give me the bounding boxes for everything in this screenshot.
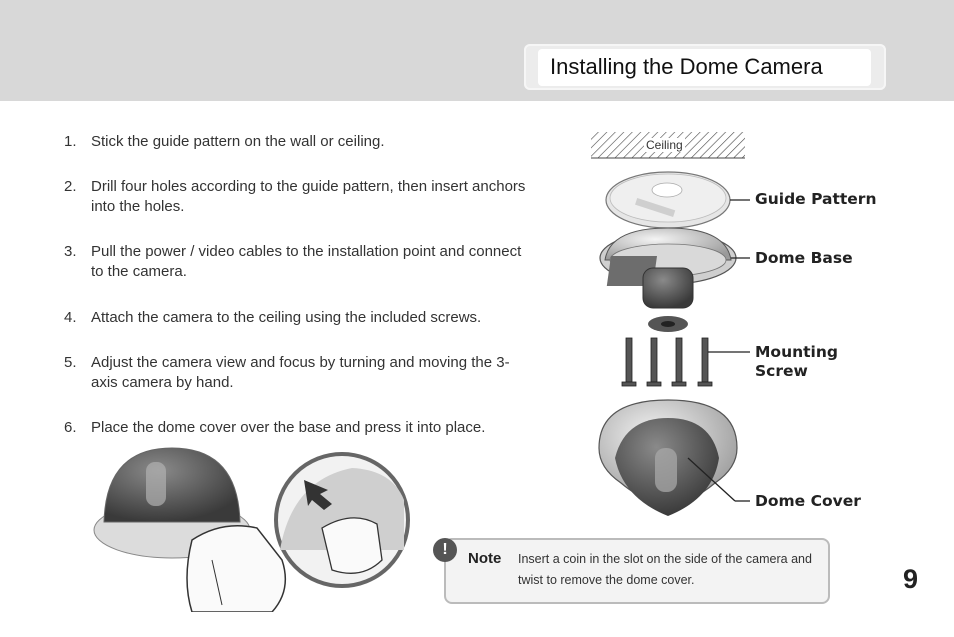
mounting-screws [621,337,750,387]
step-5: 5. Adjust the camera view and focus by tu… [64,353,534,393]
step-text: Drill four holes according to the guide … [91,178,526,215]
step-text: Place the dome cover over the base and p… [91,419,486,436]
step-4: 4. Attach the camera to the ceiling using… [64,308,534,328]
note-box [444,538,830,604]
step-number: 1. [64,133,77,150]
step-text: Attach the camera to the ceiling using t… [91,309,482,326]
dome-cover-label: Dome Cover [755,492,861,510]
page-title: Installing the Dome Camera [550,54,823,79]
title-panel [538,49,871,86]
exclamation-icon: ! [433,538,457,562]
dome-cover-part [598,399,750,516]
page-number: 9 [903,564,919,594]
step-text: Adjust the camera view and focus by turn… [91,354,510,391]
coin-removal-illustration [93,447,410,612]
guide-pattern-disk [605,171,750,229]
step-2: 2. Drill four holes according to the guid… [64,177,534,217]
guide-pattern-label: Guide Pattern [755,190,877,208]
exploded-diagram [591,132,750,516]
step-3: 3. Pull the power / video cables to the i… [64,242,534,282]
step-1: 1. Stick the guide pattern on the wall or… [64,132,534,152]
dome-base-label: Dome Base [755,249,853,267]
hand-illustration [186,525,287,612]
step-text: Pull the power / video cables to the ins… [91,243,522,280]
step-6: 6. Place the dome cover over the base and… [64,418,534,438]
step-number: 3. [64,243,77,260]
mounting-screw-label: Mounting Screw [755,343,838,380]
step-number: 4. [64,309,77,326]
step-number: 2. [64,178,77,195]
ceiling-label: Ceiling [644,138,685,152]
step-number: 6. [64,419,77,436]
magnifier-circle [274,452,410,588]
dome-base-part [599,227,750,332]
step-number: 5. [64,354,77,371]
note-label: Note [468,550,502,567]
step-text: Stick the guide pattern on the wall or c… [91,133,385,150]
note-text: Insert a coin in the slot on the side of… [518,552,812,587]
